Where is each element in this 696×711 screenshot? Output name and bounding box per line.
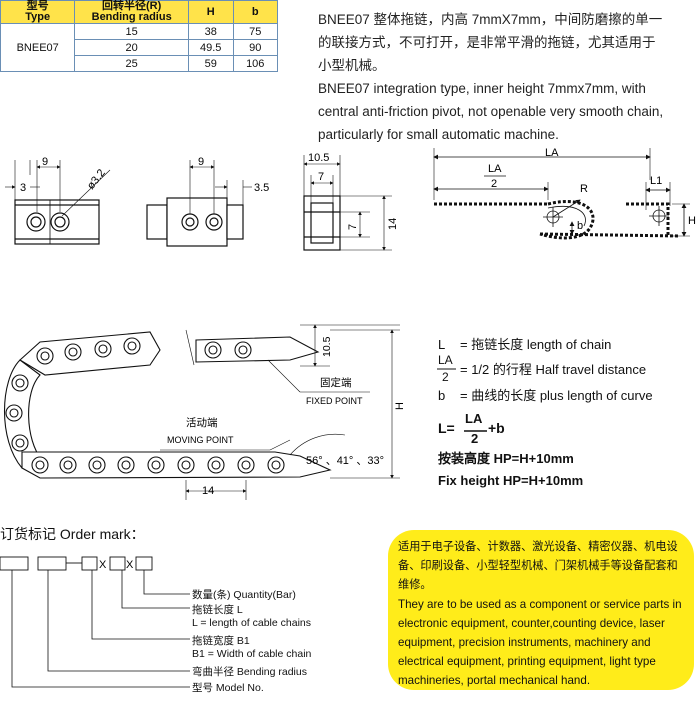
angles-label: 56° 、41° 、33° xyxy=(306,455,384,467)
order-x2: X xyxy=(126,559,134,571)
dim-la-num: LA xyxy=(488,163,502,175)
applications-box: 适用于电子设备、计数器、激光设备、精密仪器、机电设备、印刷设备、小型轻型机械、门… xyxy=(388,530,694,690)
dim-h-big: H xyxy=(394,402,406,410)
legend-formula-num: LA xyxy=(465,411,483,426)
order-model: 型号 Model No. xyxy=(192,682,264,694)
chain-layout-schematic xyxy=(433,148,690,240)
dim-7b: 7 xyxy=(347,224,359,230)
legend-b: b= 曲线的长度 plus length of curve xyxy=(438,388,653,403)
b-cell: 106 xyxy=(232,55,278,72)
link-top-view xyxy=(146,160,252,247)
table-row: BNEE07 15 38 75 xyxy=(0,23,278,72)
chain-bent-drawing xyxy=(3,331,332,479)
dim-35: 3.5 xyxy=(254,182,269,194)
order-mark-title: 订货标记 Order mark： xyxy=(0,526,145,542)
radius-cell: 20 xyxy=(74,39,189,56)
table-row: 20 49.5 90 xyxy=(1,39,278,56)
order-mark-leaders xyxy=(11,570,190,688)
header-h: H xyxy=(187,0,234,24)
moving-point-cn: 活动端 xyxy=(186,416,218,429)
legend-formula-den: 2 xyxy=(471,431,479,446)
description-en: BNEE07 integration type, inner height 7m… xyxy=(318,81,664,142)
link-side-view xyxy=(5,160,111,245)
description-cn: BNEE07 整体拖链，内高 7mmX7mm，中间防磨擦的单一 的联接方式，不可… xyxy=(318,12,663,73)
fixed-point-en: FIXED POINT xyxy=(306,396,363,406)
dim-7a: 7 xyxy=(318,171,324,183)
moving-point-en: MOVING POINT xyxy=(167,435,234,445)
dim-9a: 9 xyxy=(42,156,48,168)
order-width-en: B1 = Width of cable chain xyxy=(192,648,312,660)
legend-la-num: LA xyxy=(438,353,453,367)
fixed-point-cn: 固定端 xyxy=(320,376,352,389)
dim-b-small: b xyxy=(577,220,583,232)
dim-14a: 14 xyxy=(387,218,399,230)
header-radius: 回转半径(R)Bending radius xyxy=(74,0,189,24)
install-height-en: Fix height HP=H+10mm xyxy=(438,473,584,488)
table-row: 25 59 106 xyxy=(1,55,278,72)
dim-phi: ø3.2 xyxy=(85,167,108,192)
applications-en: They are to be used as a component or se… xyxy=(398,598,682,687)
dim-la-den: 2 xyxy=(491,178,497,190)
dim-3: 3 xyxy=(20,182,26,194)
dim-14b: 14 xyxy=(202,485,214,497)
dim-r: R xyxy=(580,183,588,195)
legend-formula-l: L= xyxy=(438,420,455,436)
radius-cell: 25 xyxy=(74,55,189,72)
dim-la: LA xyxy=(545,147,559,159)
order-length-cn: 拖链长度 L xyxy=(192,604,243,616)
dim-105b: 10.5 xyxy=(321,336,333,357)
legend-la-den: 2 xyxy=(442,370,449,384)
h-cell: 49.5 xyxy=(187,39,234,56)
dim-l1: L1 xyxy=(650,175,662,187)
legend-la-text: = 1/2 的行程 Half travel distance xyxy=(460,362,647,377)
legend-formula-b: +b xyxy=(488,420,505,436)
applications-cn: 适用于电子设备、计数器、激光设备、精密仪器、机电设备、印刷设备、小型轻型机械、门… xyxy=(398,541,678,591)
dim-h-small: H xyxy=(688,215,696,227)
dim-105: 10.5 xyxy=(308,152,329,164)
legend-l: L= 拖链长度 length of chain xyxy=(438,337,612,352)
order-x1: X xyxy=(99,559,107,571)
h-cell: 38 xyxy=(187,23,234,40)
dim-9b: 9 xyxy=(198,156,204,168)
order-length-en: L = length of cable chains xyxy=(192,617,311,629)
order-radius: 弯曲半径 Bending radius xyxy=(192,666,307,678)
order-mark-boxes xyxy=(0,556,153,571)
order-qty: 数量(条) Quantity(Bar) xyxy=(192,589,296,601)
order-width-cn: 拖链宽度 B1 xyxy=(192,635,250,647)
install-height-cn: 按装高度 HP=H+10mm xyxy=(438,451,574,466)
model-cell: BNEE07 xyxy=(0,23,76,72)
header-b: b xyxy=(232,0,278,24)
link-front-view xyxy=(303,155,392,251)
h-cell: 59 xyxy=(187,55,234,72)
